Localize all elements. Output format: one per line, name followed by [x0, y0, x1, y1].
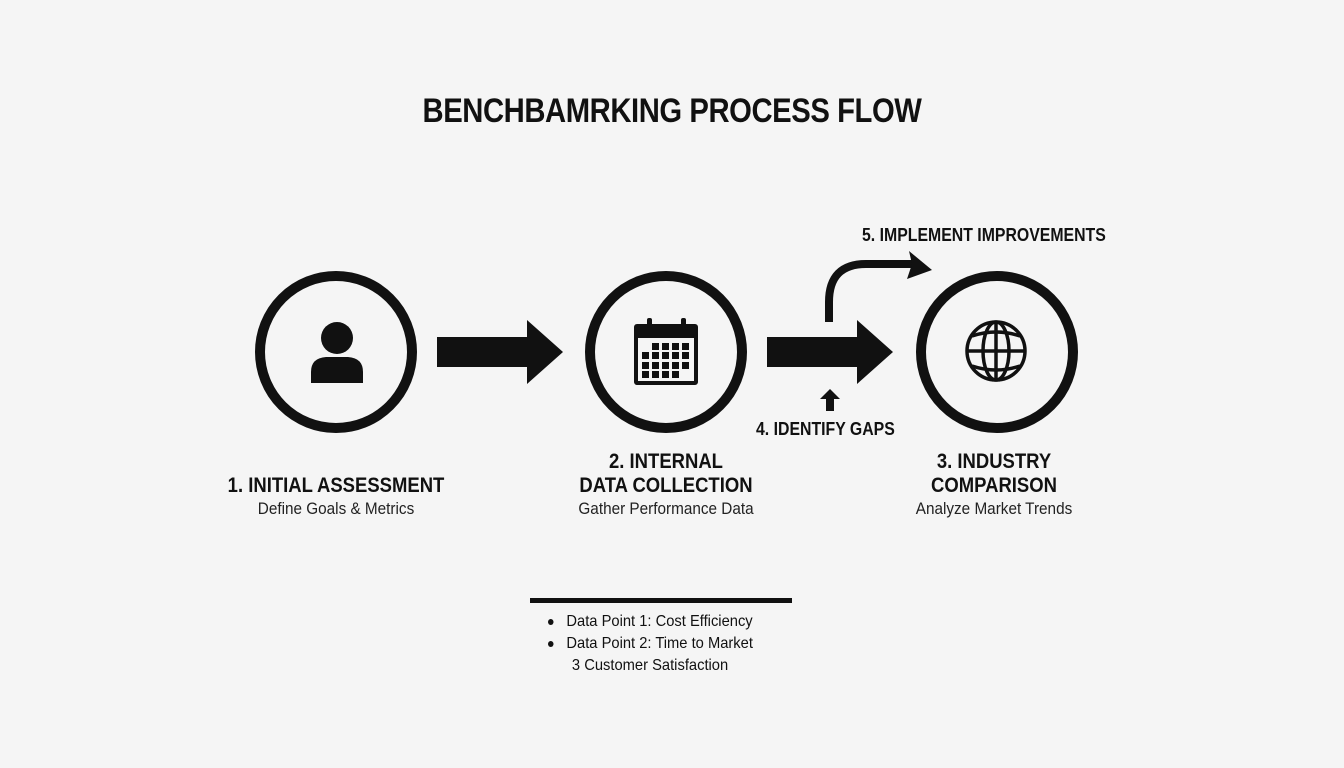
up-arrow-identify-gaps	[820, 389, 840, 411]
data-point-item: 3 Customer Satisfaction	[548, 655, 753, 677]
arrow-step2-to-step3	[767, 320, 893, 384]
user-icon	[311, 322, 363, 383]
page-title: BENCHBAMRKING PROCESS FLOW	[422, 92, 922, 130]
step-3-title-line-2: COMPARISON	[931, 474, 1057, 497]
arrow-step1-to-step2	[437, 320, 563, 384]
calendar-icon	[634, 318, 698, 385]
bullet-icon	[548, 641, 554, 647]
data-point-item: Data Point 1: Cost Efficiency	[548, 611, 753, 633]
step-2-label: 2. INTERNAL DATA COLLECTION Gather Perfo…	[516, 450, 816, 520]
annotation-implement-improvements: 5. IMPLEMENT IMPROVEMENTS	[862, 225, 1106, 245]
step-3-label: 3. INDUSTRY COMPARISON Analyze Market Tr…	[844, 450, 1144, 520]
step-3-node	[916, 271, 1078, 433]
data-point-text: 3 Customer Satisfaction	[571, 657, 729, 674]
step-1-subtitle: Define Goals & Metrics	[257, 499, 415, 518]
data-point-item: Data Point 2: Time to Market	[548, 633, 753, 655]
curved-arrow-implement	[825, 251, 932, 322]
step-3-title-line-1: 3. INDUSTRY	[936, 450, 1052, 473]
globe-icon	[965, 320, 1027, 382]
step-2-title-line-2: DATA COLLECTION	[579, 474, 753, 497]
data-points-list: Data Point 1: Cost Efficiency Data Point…	[548, 611, 771, 677]
step-1-label: 1. INITIAL ASSESSMENT Define Goals & Met…	[186, 474, 486, 520]
step-1-title: 1. INITIAL ASSESSMENT	[227, 474, 445, 497]
step-1-node	[255, 271, 417, 433]
bullet-icon	[548, 619, 554, 625]
step-2-node	[585, 271, 747, 433]
step-2-subtitle: Gather Performance Data	[578, 499, 754, 518]
data-point-text: Data Point 1: Cost Efficiency	[566, 613, 753, 630]
data-points-divider	[530, 598, 792, 603]
step-2-title-line-1: 2. INTERNAL	[609, 450, 723, 473]
step-3-subtitle: Analyze Market Trends	[915, 499, 1073, 518]
data-point-text: Data Point 2: Time to Market	[566, 635, 753, 652]
annotation-identify-gaps: 4. IDENTIFY GAPS	[756, 419, 895, 439]
